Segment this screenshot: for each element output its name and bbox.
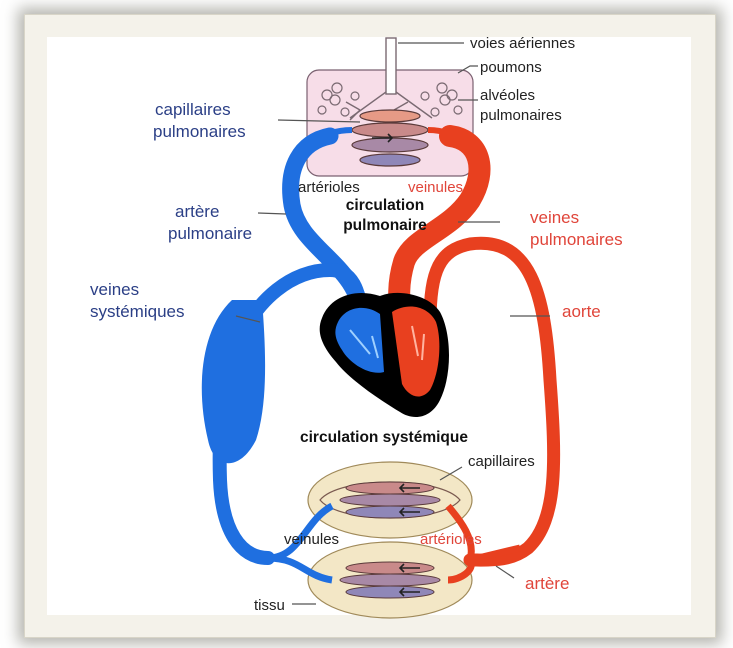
label-veinules-bottom: veinules — [284, 530, 339, 549]
label-veines-systemiques-2: systémiques — [90, 302, 184, 321]
label-tissu: tissu — [254, 596, 285, 615]
heart — [320, 293, 449, 417]
label-capillaires-pulmonaires-2: pulmonaires — [153, 122, 246, 141]
label-capillaires-pulmonaires-1: capillaires — [155, 100, 231, 119]
tissue-bed-upper — [308, 462, 472, 538]
label-artere: artère — [525, 574, 569, 593]
label-artere-pulmonaire-2: pulmonaire — [168, 224, 252, 243]
label-arterioles-bottom: artérioles — [420, 530, 482, 549]
label-circulation-pulmonaire-1: circulation — [330, 196, 440, 215]
label-veines-pulmonaires-1: veines — [530, 208, 579, 227]
label-alveoles-2: pulmonaires — [480, 106, 562, 125]
tissue-bed-lower — [308, 542, 472, 618]
label-alveoles-1: alvéoles — [480, 86, 535, 105]
label-poumons: poumons — [480, 58, 542, 77]
label-capillaires: capillaires — [468, 452, 535, 471]
label-veinules-top: veinules — [408, 178, 463, 197]
label-voies-aeriennes: voies aériennes — [470, 34, 575, 53]
label-arterioles-top: artérioles — [298, 178, 360, 197]
label-circulation-systemique: circulation systémique — [300, 428, 468, 447]
label-veines-pulmonaires-2: pulmonaires — [530, 230, 623, 249]
vena-cava — [202, 300, 265, 463]
label-veines-systemiques-1: veines — [90, 280, 139, 299]
label-artere-pulmonaire-1: artère — [175, 202, 219, 221]
label-circulation-pulmonaire-2: pulmonaire — [330, 216, 440, 235]
label-aorte: aorte — [562, 302, 601, 321]
